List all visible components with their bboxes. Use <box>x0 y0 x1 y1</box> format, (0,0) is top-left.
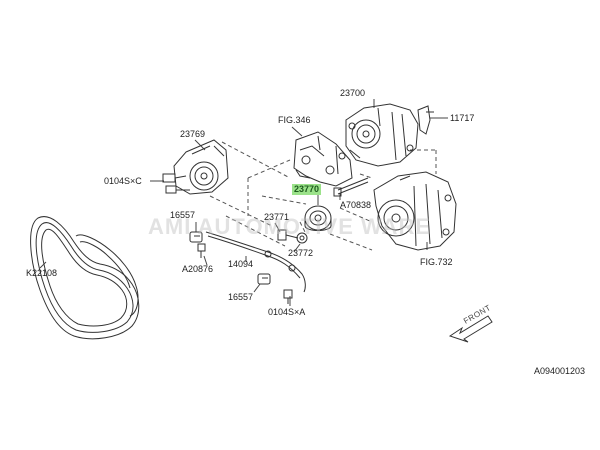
part-23770-label[interactable]: 23770 <box>292 184 322 195</box>
compressor-fig732[interactable] <box>373 171 457 251</box>
part-0104s-a-label[interactable]: 0104S×A <box>268 307 306 317</box>
bolt-0104s-a[interactable] <box>283 289 293 304</box>
diagram-id: A094001203 <box>534 366 586 376</box>
part-23700-label[interactable]: 23700 <box>340 88 366 98</box>
bracket-fig346[interactable] <box>293 131 353 187</box>
part-0104s-c-label[interactable]: 0104S×C <box>104 176 142 186</box>
clip-16557-upper[interactable] <box>189 231 203 243</box>
washer-23772[interactable] <box>296 232 308 244</box>
tensioner-23769[interactable] <box>162 139 229 195</box>
alternator-23700[interactable] <box>345 103 419 167</box>
part-23771-label[interactable]: 23771 <box>264 212 290 222</box>
part-a20876-label[interactable]: A20876 <box>182 264 214 274</box>
part-16557-lower-label[interactable]: 16557 <box>228 292 254 302</box>
part-16557-upper-label[interactable]: 16557 <box>170 210 196 220</box>
clip-16557-lower[interactable] <box>257 273 271 285</box>
bracket-11717[interactable] <box>417 105 434 135</box>
bolt-a20876[interactable] <box>197 243 206 258</box>
part-11717-label[interactable]: 11717 <box>450 113 475 123</box>
watermark: AMI AUTOMOTIVE WARE <box>148 214 431 239</box>
front-arrow-icon <box>448 315 493 343</box>
bolt-a70838[interactable] <box>333 177 369 197</box>
fig346-label[interactable]: FIG.346 <box>278 115 311 125</box>
part-14094-label[interactable]: 14094 <box>228 259 254 269</box>
idler-pulley-23770[interactable] <box>304 205 332 231</box>
serpentine-belt[interactable] <box>30 216 140 340</box>
fig732-label[interactable]: FIG.732 <box>420 257 453 267</box>
part-k22108-label[interactable]: K22108 <box>26 268 58 278</box>
bolt-23771[interactable] <box>277 229 299 241</box>
part-23769-label[interactable]: 23769 <box>180 129 206 139</box>
assembly-dashed-lines <box>209 141 437 251</box>
part-23772-label[interactable]: 23772 <box>288 248 314 258</box>
part-a70838-label[interactable]: A70838 <box>340 200 372 210</box>
pipe-14094[interactable] <box>205 231 306 293</box>
